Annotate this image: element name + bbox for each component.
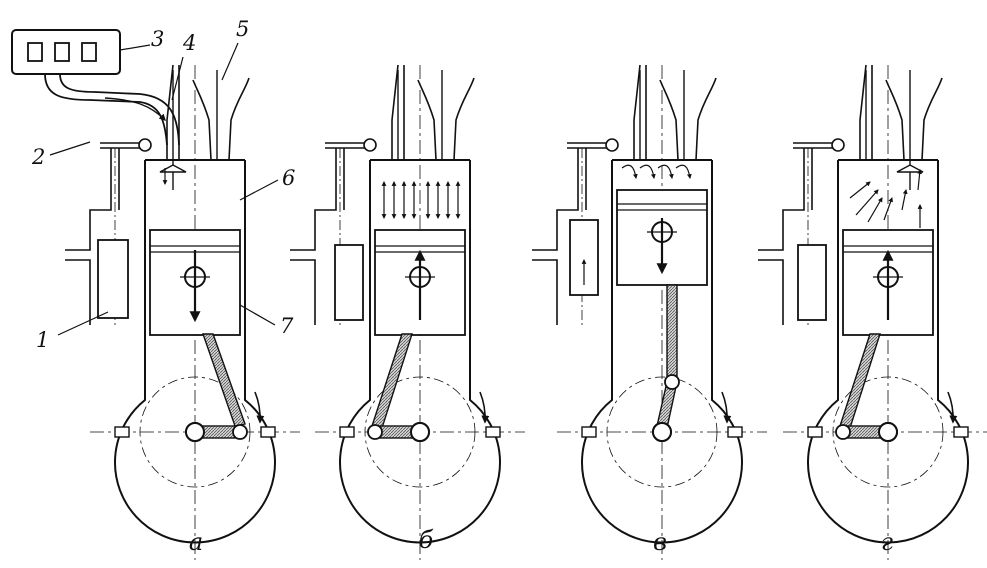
- caption-c: в: [653, 528, 667, 556]
- part-label-2: 2: [32, 145, 46, 169]
- engine-a: [65, 65, 300, 560]
- part-label-4: 4: [183, 31, 197, 55]
- engine-b: [290, 65, 525, 560]
- engine-d: [758, 65, 987, 560]
- caption-d: г: [880, 528, 894, 556]
- part-label-1: 1: [36, 328, 50, 352]
- part-label-3: 3: [151, 27, 165, 51]
- caption-a: а: [188, 528, 204, 556]
- pushrod-a: [97, 239, 129, 319]
- part-label-7: 7: [280, 314, 294, 338]
- part-label-6: 6: [282, 166, 296, 190]
- part-label-5: 5: [236, 17, 250, 41]
- carburetor-box: [11, 29, 180, 146]
- caption-b: б: [418, 526, 434, 554]
- engine-c: [532, 65, 767, 560]
- leader-lines: [49, 42, 279, 336]
